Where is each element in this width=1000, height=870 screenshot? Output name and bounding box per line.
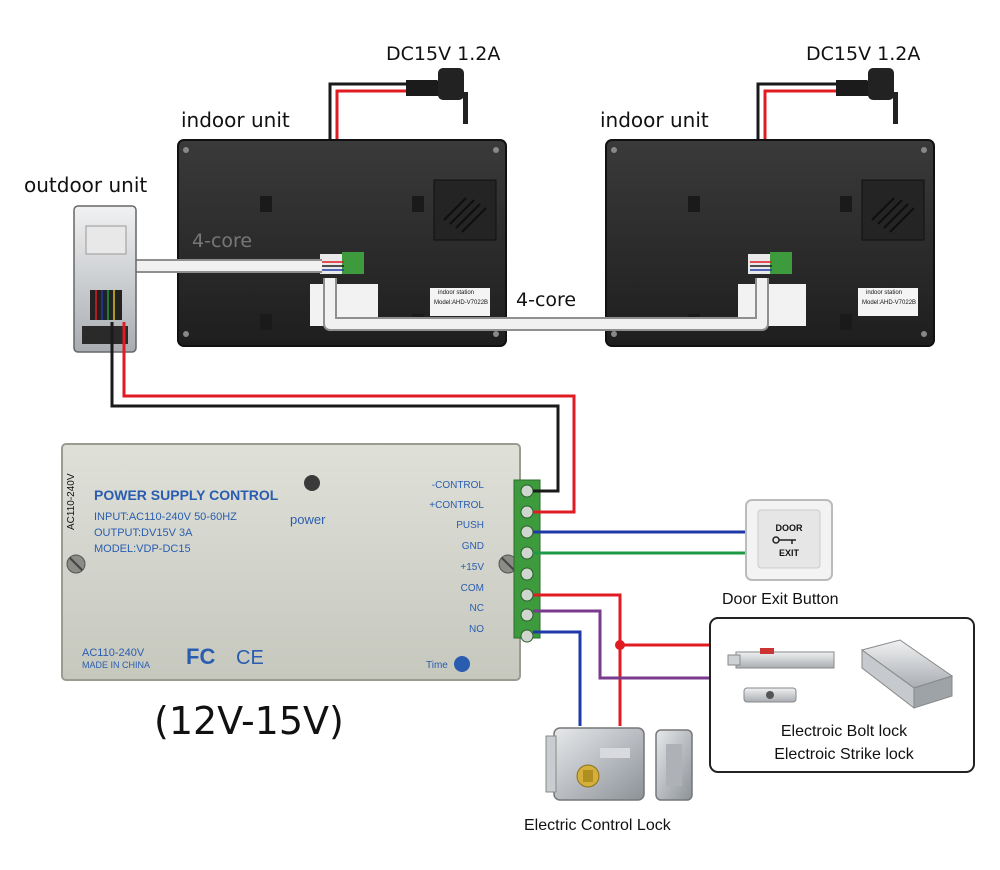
key-icon — [772, 536, 796, 544]
indoor-unit-label-left: indoor unit — [181, 108, 290, 132]
terminal-gnd: GND — [462, 541, 484, 552]
power-adapter-label-right: DC15V 1.2A — [806, 43, 920, 65]
power-adapter-left — [406, 68, 468, 124]
terminal-nc: NC — [470, 603, 484, 614]
power-adapter-right — [836, 68, 898, 124]
terminal-minus-control: -CONTROL — [432, 480, 485, 491]
psu-input: INPUT:AC110-240V 50-60HZ — [94, 511, 237, 523]
indoor-unit-left: indoor station Model:AHD-V7022B — [177, 139, 507, 347]
terminal-push: PUSH — [456, 520, 484, 531]
cable-label-left: 4-core — [192, 230, 252, 252]
wire-junction — [615, 640, 625, 650]
bolt-strike-lock-box — [709, 617, 975, 773]
indoor-sticker-model-right: Model:AHD-V7022B — [862, 300, 916, 306]
psu-bottom-label: AC110-240V — [82, 647, 145, 659]
psu-terminal-labels: -CONTROL +CONTROL PUSH GND +15V COM NC N… — [429, 480, 484, 635]
voltage-label: (12V-15V) — [154, 699, 344, 743]
exit-button-wires — [533, 530, 748, 555]
strike-lock-label: Electroic Strike lock — [774, 746, 915, 763]
indoor-unit-label-right: indoor unit — [600, 108, 709, 132]
exit-button-line2: EXIT — [779, 548, 800, 558]
psu-time-label: Time — [426, 660, 448, 671]
strike-lock-image — [860, 639, 954, 710]
indoor-sticker-model-left: Model:AHD-V7022B — [434, 300, 488, 306]
bolt-lock-image — [727, 648, 835, 703]
terminal-com: COM — [461, 583, 484, 594]
door-exit-button-label: Door Exit Button — [722, 591, 839, 608]
psu-made-in: MADE IN CHINA — [82, 660, 150, 670]
electric-control-lock-label: Electric Control Lock — [524, 817, 672, 834]
control-wires — [110, 322, 576, 514]
indoor-sticker-title-left: indoor station — [438, 290, 474, 296]
ce-mark: CE — [236, 647, 264, 669]
psu-title: POWER SUPPLY CONTROL — [94, 487, 279, 503]
psu-output: OUTPUT:DV15V 3A — [94, 527, 193, 539]
psu-side-label: AC110-240V — [66, 473, 77, 530]
outdoor-unit-label: outdoor unit — [24, 173, 147, 197]
electric-control-lock — [545, 727, 693, 801]
door-exit-button: DOOR EXIT — [745, 499, 833, 581]
cable-label-right: 4-core — [516, 289, 576, 311]
time-knob-icon — [454, 656, 470, 672]
terminal-no: NO — [469, 624, 484, 635]
indoor-sticker-title-right: indoor station — [866, 290, 902, 296]
psu-power-label: power — [290, 512, 326, 527]
power-supply-box: AC110-240V POWER SUPPLY CONTROL power IN… — [61, 443, 541, 681]
bolt-lock-label: Electroic Bolt lock — [781, 723, 908, 740]
power-adapter-label-left: DC15V 1.2A — [386, 43, 500, 65]
terminal-15v: +15V — [460, 562, 484, 573]
indoor-unit-right: indoor station Model:AHD-V7022B — [605, 139, 935, 347]
lock-wires — [533, 593, 716, 726]
exit-button-line1: DOOR — [776, 523, 804, 533]
outdoor-unit — [73, 205, 137, 353]
terminal-plus-control: +CONTROL — [429, 500, 484, 511]
psu-model: MODEL:VDP-DC15 — [94, 543, 191, 555]
fc-mark: FC — [186, 644, 215, 669]
